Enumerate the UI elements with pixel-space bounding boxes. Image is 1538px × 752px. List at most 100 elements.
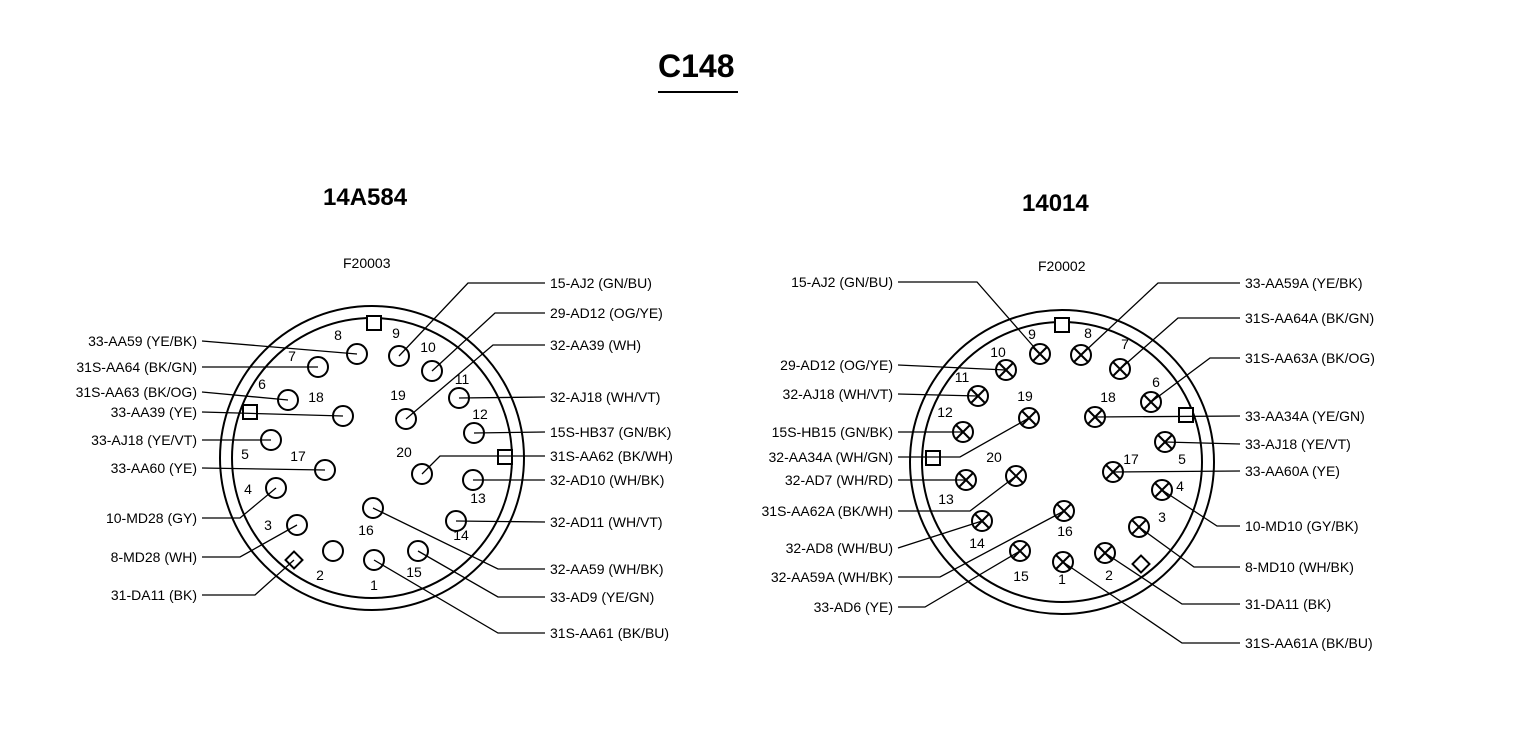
right-wire-label: 33-AA34A (YE/GN) (1245, 408, 1365, 424)
right-pin-number-14: 14 (969, 535, 985, 551)
left-pin-number-2: 2 (316, 567, 324, 583)
left-connector-part-number: 14A584 (323, 184, 408, 211)
right-wire-label: 33-AA59A (YE/BK) (1245, 275, 1363, 291)
left-pin-number-7: 7 (288, 348, 296, 364)
left-pin-number-19: 19 (390, 387, 406, 403)
right-pin-number-16: 16 (1057, 523, 1073, 539)
right-connector-code: F20002 (1038, 258, 1086, 274)
left-wire-leader-8 (201, 340, 358, 355)
left-wire-label: 10-MD28 (GY) (106, 510, 197, 526)
left-wire-leader-12 (473, 431, 546, 434)
right-pin-number-15: 15 (1013, 568, 1029, 584)
right-wire-label: 32-AD7 (WH/RD) (785, 472, 893, 488)
right-wire-label: 31S-AA61A (BK/BU) (1245, 635, 1373, 651)
left-pin-number-16: 16 (358, 522, 374, 538)
left-wire-leader-18 (201, 411, 344, 417)
right-wire-label: 33-AJ18 (YE/VT) (1245, 436, 1351, 452)
left-wire-label: 32-AA59 (WH/BK) (550, 561, 664, 577)
right-wire-leader-14 (897, 520, 983, 549)
left-pin-number-20: 20 (396, 444, 412, 460)
right-wire-leader-16 (898, 510, 1065, 578)
right-wire-leader-19 (898, 417, 1030, 458)
right-pin-number-20: 20 (986, 449, 1002, 465)
left-wire-label: 33-AA59 (YE/BK) (88, 333, 197, 349)
right-wire-leader-20 (898, 475, 1017, 512)
right-wire-label: 8-MD10 (WH/BK) (1245, 559, 1354, 575)
right-pin-number-18: 18 (1100, 389, 1116, 405)
left-wire-label: 29-AD12 (OG/YE) (550, 305, 663, 321)
left-wire-label: 33-AD9 (YE/GN) (550, 589, 654, 605)
left-wire-leader-4 (202, 487, 277, 519)
right-pin-number-5: 5 (1178, 451, 1186, 467)
right-pin-number-12: 12 (937, 404, 953, 420)
right-wire-leader-17 (1112, 470, 1241, 473)
right-wire-leader-21 (1164, 441, 1241, 445)
right-connector-part-number: 14014 (1022, 190, 1089, 217)
left-pin-number-13: 13 (470, 490, 486, 506)
right-pin-number-19: 19 (1017, 388, 1033, 404)
left-wire-label: 33-AJ18 (YE/VT) (91, 432, 197, 448)
right-pin-number-9: 9 (1028, 326, 1036, 342)
left-pin-number-18: 18 (308, 389, 324, 405)
left-wire-leader-16 (372, 507, 545, 570)
right-wire-label: 32-AA34A (WH/GN) (769, 449, 893, 465)
left-pin-number-14: 14 (453, 527, 469, 543)
left-pin-number-11: 11 (455, 371, 470, 387)
left-wire-label: 15-AJ2 (GN/BU) (550, 275, 652, 291)
right-connector-wires: 31S-AA61A (BK/BU) 31-DA11 (BK) 8-MD10 (WH/… (762, 274, 1375, 651)
right-pin-number-17: 17 (1123, 451, 1139, 467)
right-pin-number-4: 4 (1176, 478, 1184, 494)
left-wire-label: 31S-AA63 (BK/OG) (76, 384, 197, 400)
left-pin-number-8: 8 (334, 327, 342, 343)
right-pin-number-11: 11 (955, 369, 970, 385)
left-connector-code: F20003 (343, 255, 391, 271)
left-wire-leader-17 (201, 467, 326, 471)
right-wire-leader-11 (897, 393, 979, 397)
right-wire-label: 31-DA11 (BK) (1245, 596, 1331, 612)
right-pin-number-7: 7 (1121, 336, 1129, 352)
left-wire-label: 31-DA11 (BK) (111, 587, 197, 603)
left-wire-leader-19 (405, 344, 545, 420)
right-wire-leader-6 (1150, 357, 1240, 403)
right-wire-label: 32-AD8 (WH/BU) (786, 540, 893, 556)
right-pin-number-3: 3 (1158, 509, 1166, 525)
left-wire-leader-14 (455, 520, 546, 523)
left-wire-label: 8-MD28 (WH) (111, 549, 197, 565)
left-wire-leader-6 (201, 391, 289, 401)
left-wire-leader-9 (398, 282, 545, 357)
left-wire-label: 31S-AA64 (BK/GN) (76, 359, 197, 375)
left-wire-leader-11 (458, 396, 546, 399)
left-wire-leader-20 (421, 455, 545, 475)
left-wire-label: 33-AA39 (YE) (111, 404, 197, 420)
left-wire-label: 32-AA39 (WH) (550, 337, 641, 353)
right-wire-label: 15S-HB15 (GN/BK) (772, 424, 893, 440)
right-pin-number-2: 2 (1105, 567, 1113, 583)
right-wire-leader-3 (1138, 526, 1240, 568)
left-pin-number-9: 9 (392, 325, 400, 341)
right-pin-number-8: 8 (1084, 325, 1092, 341)
left-wire-leader-1 (373, 559, 545, 634)
right-wire-label: 29-AD12 (OG/YE) (780, 357, 893, 373)
right-wire-label: 31S-AA62A (BK/WH) (762, 503, 894, 519)
left-connector-wires: 31S-AA61 (BK/BU) 8-MD28 (WH) 10-MD28 (GY) 3… (76, 275, 673, 641)
right-wire-label: 15-AJ2 (GN/BU) (791, 274, 893, 290)
right-wire-label: 31S-AA63A (BK/OG) (1245, 350, 1375, 366)
left-pin-number-1: 1 (370, 577, 378, 593)
right-wire-leader-2 (1104, 552, 1240, 605)
left-wire-label: 32-AJ18 (WH/VT) (550, 389, 660, 405)
left-wire-label: 31S-AA62 (BK/WH) (550, 448, 673, 464)
right-wire-leader-8 (1080, 282, 1240, 356)
left-pin-number-3: 3 (264, 517, 272, 533)
left-wire-leader-10 (431, 312, 545, 372)
title-underline (658, 91, 738, 93)
left-wire-label: 32-AD10 (WH/BK) (550, 472, 664, 488)
left-wire-label: 31S-AA61 (BK/BU) (550, 625, 669, 641)
left-pin-number-6: 6 (258, 376, 266, 392)
left-pin-number-15: 15 (406, 564, 422, 580)
right-wire-label: 32-AJ18 (WH/VT) (783, 386, 893, 402)
right-wire-label: 33-AD6 (YE) (814, 599, 893, 615)
right-connector-keys (925, 317, 1194, 574)
